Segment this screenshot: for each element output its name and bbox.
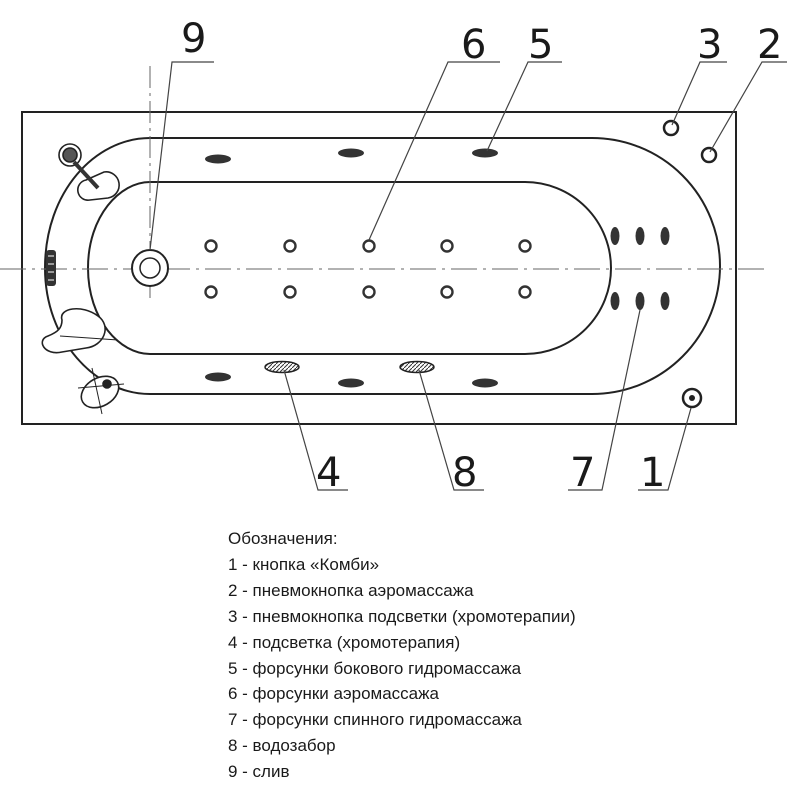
back-jet [660,227,670,245]
callout-7: 7 [570,450,595,496]
aero-nozzle [440,285,454,299]
callout-6: 6 [461,22,486,68]
aero-nozzle [362,285,376,299]
back-jet [635,292,645,310]
backlight-pneumo-button [662,119,680,137]
legend-item-4: 4 - подсветка (хромотерапия) [228,632,461,652]
drain-icon [131,249,169,287]
leader-line-2 [709,61,787,153]
callout-numbers: 9 6 5 3 2 4 8 7 1 [181,16,782,496]
tub-outer-rim [21,111,737,425]
leader-line-9 [149,61,214,251]
callout-4: 4 [316,450,341,496]
tub-inner-rim [43,137,721,395]
back-hydromassage-jets [610,227,670,310]
callout-3: 3 [697,22,722,68]
aero-nozzle [440,239,454,253]
aero-nozzle [204,239,218,253]
aero-nozzle [518,285,532,299]
handle-icon [58,143,120,201]
aero-nozzle [362,239,376,253]
side-jet [205,154,231,164]
legend-item-2: 2 - пневмокнопка аэромассажа [228,580,474,600]
leader-line-7 [568,309,641,491]
leader-lines [149,61,787,491]
bathtub-diagram: 9 6 5 3 2 4 8 7 1 [0,16,787,496]
callout-2: 2 [757,22,782,68]
side-hydromassage-jets [205,148,498,388]
legend-title: Обозначения: [228,529,338,548]
back-jet [610,227,620,245]
legend-item-7: 7 - форсунки спинного гидромассажа [228,710,522,730]
bathtub-outline [21,111,737,425]
overflow-slot [46,250,56,286]
leader-line-8 [418,369,484,491]
side-jet [338,378,364,388]
callout-8: 8 [452,450,477,496]
back-jet [660,292,670,310]
callout-5: 5 [528,22,553,68]
callout-1: 1 [640,450,665,496]
aero-nozzle [204,285,218,299]
leader-line-5 [486,61,562,152]
side-jet [472,378,498,388]
water-intake [399,360,435,374]
side-jet [338,148,364,158]
callout-9: 9 [181,16,206,62]
aero-nozzle [283,239,297,253]
leader-line-6 [368,61,500,241]
legend-item-6: 6 - форсунки аэромассажа [228,684,439,704]
tub-floor [86,181,612,355]
leader-line-4 [283,369,348,491]
leader-line-3 [671,61,727,126]
thermostat-knob-icon [77,367,125,415]
combi-button [681,387,703,409]
legend-item-9: 9 - слив [228,762,290,782]
legend-item-1: 1 - кнопка «Комби» [228,554,380,574]
back-jet [610,292,620,310]
aeromassage-pneumo-button [700,146,718,164]
leader-line-1 [638,407,692,491]
aero-nozzle [518,239,532,253]
aero-nozzle [283,285,297,299]
legend-item-5: 5 - форсунки бокового гидромассажа [228,658,522,678]
faucet-icon [41,308,119,354]
backlight-lamp [264,360,300,374]
legend-item-3: 3 - пневмокнопка подсветки (хромотерапии… [228,606,576,626]
aeromassage-nozzles [204,239,532,299]
back-jet [635,227,645,245]
side-jet [472,148,498,158]
side-jet [205,372,231,382]
legend-list: 1 - кнопка «Комби» 2 - пневмокнопка аэро… [228,552,768,785]
legend: Обозначения: 1 - кнопка «Комби» 2 - пнев… [228,526,768,785]
legend-item-8: 8 - водозабор [228,736,336,756]
